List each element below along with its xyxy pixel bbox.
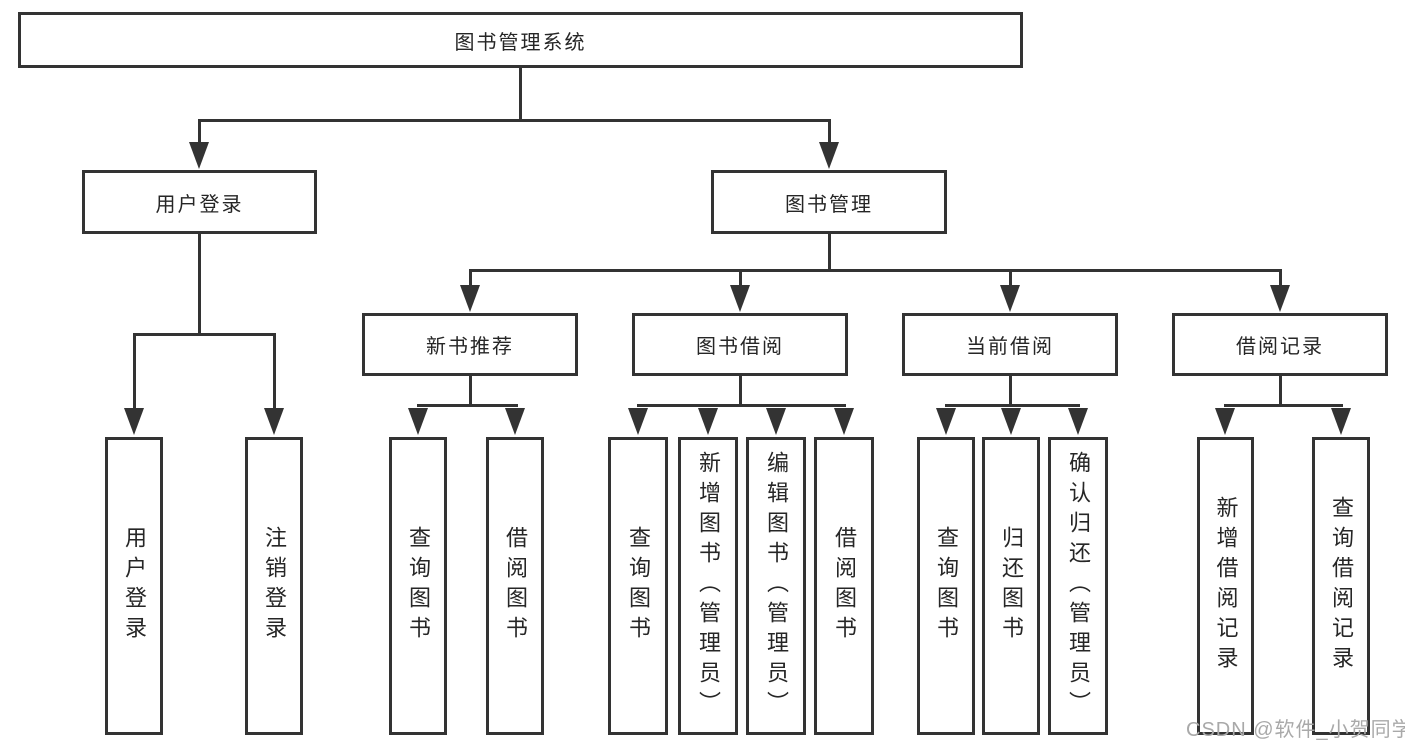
arrowhead-icon [628,408,648,435]
connector-line [1223,404,1343,407]
connector-line [197,119,201,144]
connector-line [132,333,136,409]
arrowhead-icon [698,408,718,435]
arrowhead-icon [936,408,956,435]
csdn-watermark: CSDN @软件_小贺同学 [1186,719,1405,741]
leaf-label: 借阅图书 [503,526,528,646]
connector-line [518,68,522,120]
connector-line [468,269,1282,272]
leaf-label: 借阅图书 [832,526,857,646]
connector-line [272,333,276,409]
arrowhead-icon [460,285,480,312]
connector-line [416,404,518,407]
node-borrow-records: 借阅记录 [1172,313,1388,376]
arrowhead-icon [1331,408,1351,435]
arrowhead-icon [264,408,284,435]
leaf-label: 归还图书 [999,526,1024,646]
leaf-label: 查询借阅记录 [1329,496,1354,676]
connector-line [738,376,742,406]
arrowhead-icon [1068,408,1088,435]
node-current-borrow: 当前借阅 [902,313,1118,376]
node-label: 图书管理 [785,193,873,216]
leaf-label: 注销登录 [262,526,287,646]
leaf-query-books-current: 查询图书 [917,437,975,735]
leaf-confirm-return-admin: 确认归还（管理员） [1048,437,1108,735]
connector-line [827,119,831,144]
leaf-label: 查询图书 [934,526,959,646]
node-library-management-system: 图书管理系统 [18,12,1023,68]
arrowhead-icon [408,408,428,435]
arrowhead-icon [819,142,839,169]
node-book-management: 图书管理 [711,170,947,234]
leaf-query-books-borrow: 查询图书 [608,437,668,735]
leaf-label: 新增图书（管理员） [696,451,721,721]
arrowhead-icon [124,408,144,435]
arrowhead-icon [834,408,854,435]
leaf-label: 查询图书 [626,526,651,646]
arrowhead-icon [1000,285,1020,312]
node-label: 图书借阅 [696,336,784,358]
arrowhead-icon [189,142,209,169]
leaf-label: 新增借阅记录 [1213,496,1239,676]
leaf-edit-books-admin: 编辑图书（管理员） [746,437,806,735]
node-user-login: 用户登录 [82,170,317,234]
leaf-add-borrow-record: 新增借阅记录 [1197,437,1254,735]
leaf-query-borrow-record: 查询借阅记录 [1312,437,1370,735]
leaf-label: 查询图书 [406,526,431,646]
arrowhead-icon [1001,408,1021,435]
arrowhead-icon [730,285,750,312]
node-label: 新书推荐 [426,336,514,358]
connector-line [197,119,831,122]
leaf-user-login: 用户登录 [105,437,163,735]
node-new-book-recommend: 新书推荐 [362,313,578,376]
connector-line [468,376,472,406]
leaf-borrow-books: 借阅图书 [814,437,874,735]
connector-line [944,404,1080,407]
node-book-borrow: 图书借阅 [632,313,848,376]
node-label: 当前借阅 [966,336,1054,358]
leaf-query-books-recommend: 查询图书 [389,437,447,735]
leaf-label: 确认归还（管理员） [1066,451,1091,721]
leaf-add-books-admin: 新增图书（管理员） [678,437,738,735]
node-label: 借阅记录 [1236,336,1324,358]
connector-line [1278,376,1282,406]
connector-line [197,234,201,335]
connector-line [827,234,831,271]
leaf-label: 用户登录 [122,526,147,646]
arrowhead-icon [1270,285,1290,312]
connector-line [132,333,276,336]
node-label: 图书管理系统 [454,31,587,54]
connector-line [636,404,846,407]
leaf-return-books: 归还图书 [982,437,1040,735]
arrowhead-icon [1215,408,1235,435]
connector-line [1278,269,1282,286]
leaf-label: 编辑图书（管理员） [764,451,789,721]
connector-line [738,269,742,286]
arrowhead-icon [505,408,525,435]
arrowhead-icon [766,408,786,435]
connector-line [1008,269,1012,286]
leaf-borrow-books-recommend: 借阅图书 [486,437,544,735]
node-label: 用户登录 [155,193,244,216]
leaf-logout: 注销登录 [245,437,303,735]
connector-line [468,269,472,286]
connector-line [1008,376,1012,406]
